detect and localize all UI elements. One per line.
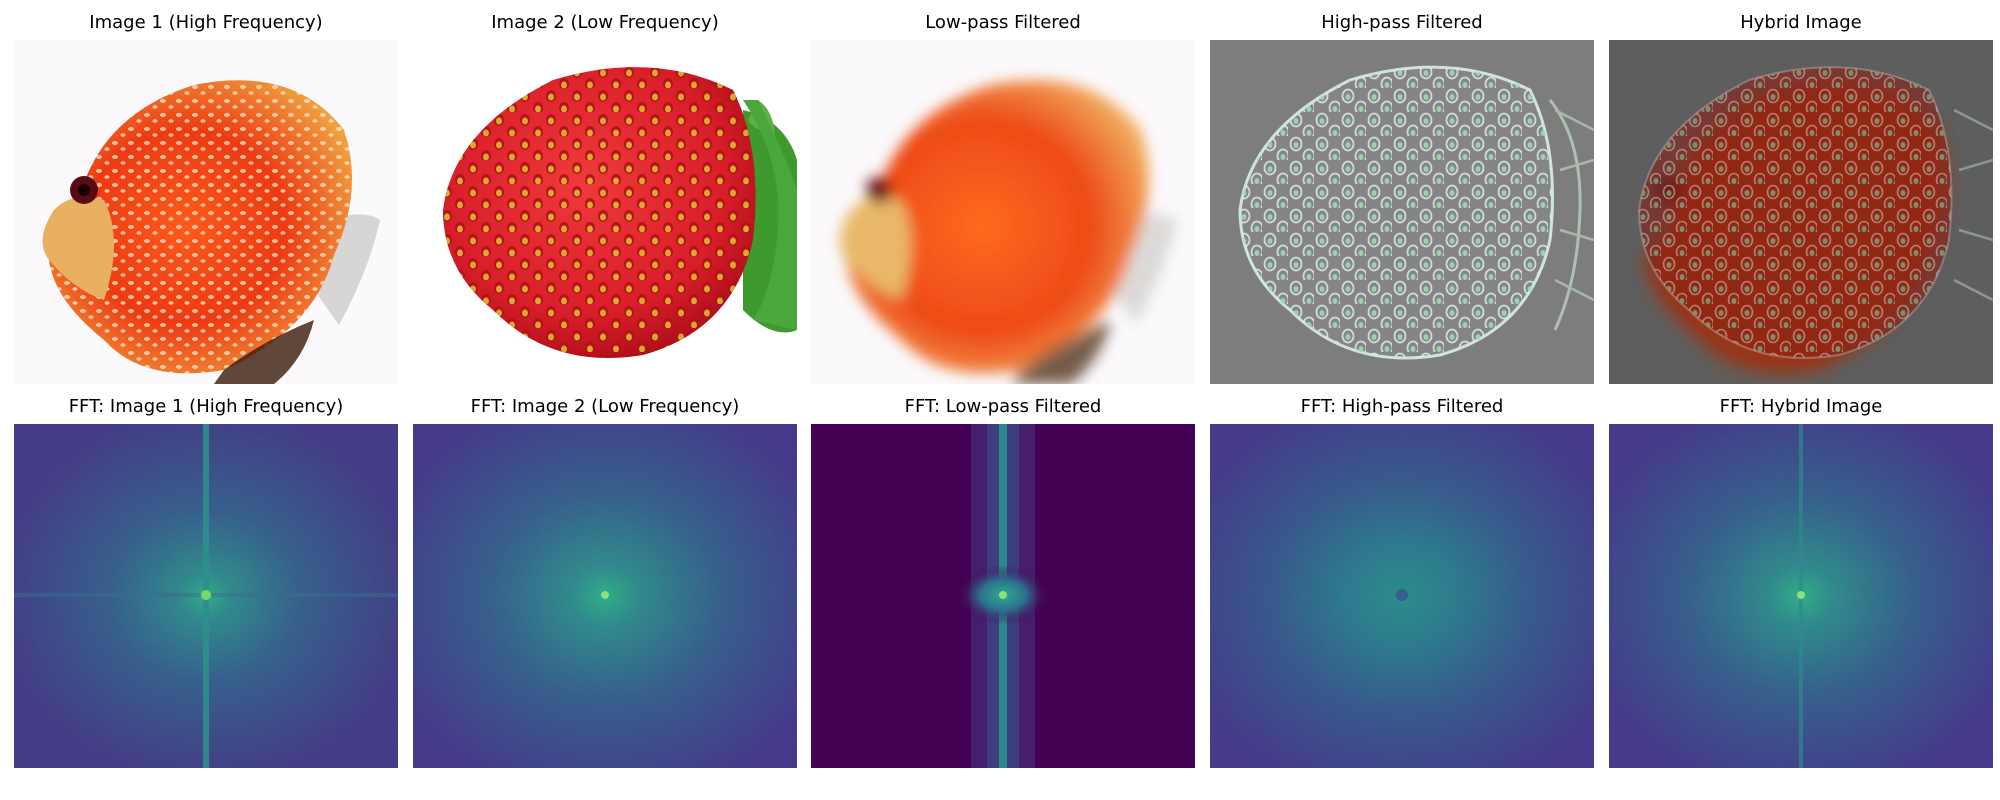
panel-title: FFT: High-pass Filtered: [1300, 396, 1504, 417]
highpass-image: [1210, 40, 1594, 384]
highpass-drawing: [1210, 40, 1594, 384]
fft-image2: [413, 424, 797, 768]
lowpass-image: [811, 40, 1195, 384]
fft-drawing: [413, 424, 797, 768]
strawberry-image: [413, 40, 797, 384]
panel-title: FFT: Low-pass Filtered: [904, 396, 1102, 417]
panel-title: Image 2 (Low Frequency): [491, 12, 719, 33]
fft-hybrid: [1609, 424, 1993, 768]
panel-title: Hybrid Image: [1740, 12, 1862, 33]
fft-highpass: [1210, 424, 1594, 768]
fft-drawing: [1210, 424, 1594, 768]
panel-title: Low-pass Filtered: [925, 12, 1081, 33]
fft-drawing: [14, 424, 398, 768]
fft-drawing: [811, 424, 1195, 768]
fft-lowpass: [811, 424, 1195, 768]
strawberry-drawing: [413, 40, 797, 384]
hybrid-drawing: [1609, 40, 1993, 384]
fish-drawing: [14, 40, 398, 384]
panel-title: Image 1 (High Frequency): [89, 12, 323, 33]
panel-title: FFT: Image 1 (High Frequency): [68, 396, 344, 417]
fish-image: [14, 40, 398, 384]
fft-image1: [14, 424, 398, 768]
panel-title: High-pass Filtered: [1321, 12, 1483, 33]
fft-drawing: [1609, 424, 1993, 768]
panel-title: FFT: Image 2 (Low Frequency): [470, 396, 740, 417]
panel-title: FFT: Hybrid Image: [1719, 396, 1883, 417]
lowpass-drawing: [811, 40, 1195, 384]
hybrid-image: [1609, 40, 1993, 384]
